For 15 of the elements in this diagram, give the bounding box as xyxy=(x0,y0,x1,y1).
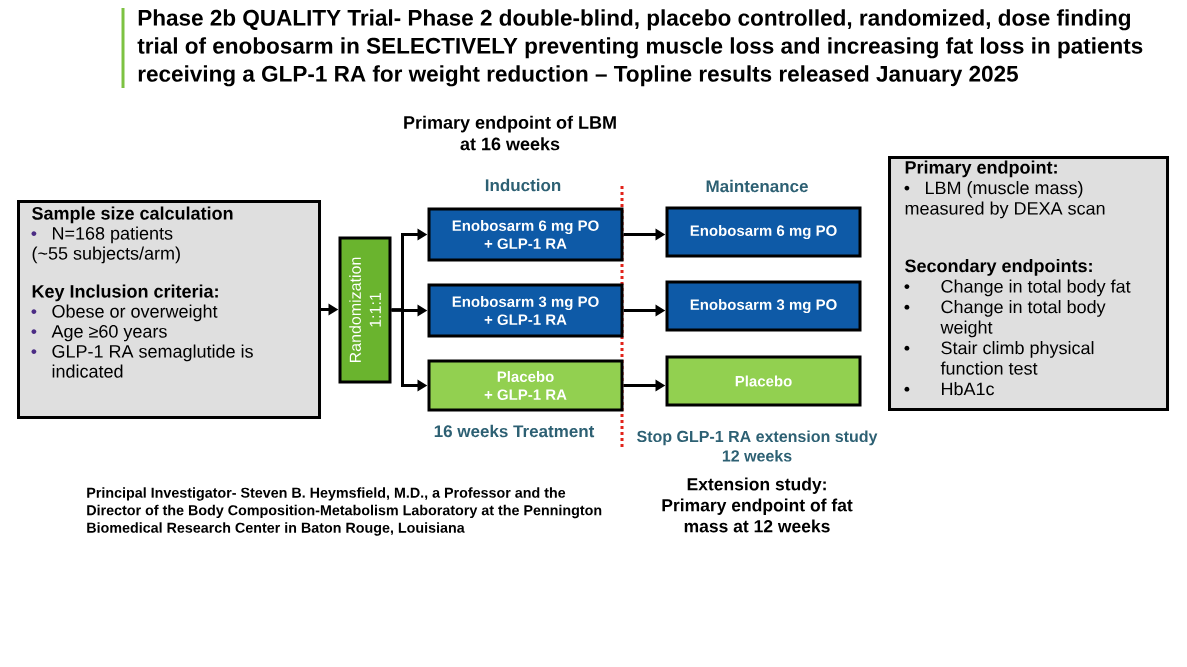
phase-label: Stop GLP-1 RA extension study 12 weeks xyxy=(637,430,878,462)
arm-box: Enobosarm 6 mg PO xyxy=(665,206,862,258)
note-text: Extension study: Primary endpoint of fat mass at 12 weeks xyxy=(662,477,853,533)
phase-label: Induction xyxy=(485,178,561,192)
arm-box: Placebo xyxy=(665,355,862,407)
footnote-text: Principal Investigator- Steven B. Heymsfield, M.D., a Professor and the Director of the Body Composition-Metabolism Laboratory at the Pennington Biomedical Research Center in Baton Rouge, Louisiana xyxy=(87,487,602,536)
arm-box: Placebo + GLP-1 RA xyxy=(427,359,624,412)
info-box: Sample size calculation N=168 patients (~55 subjects/arm) Key Inclusion criteria: Obese or overweight Age ≥60 years GLP-1 RA semaglutide is indicated xyxy=(17,200,321,419)
arm-box: Enobosarm 6 mg PO + GLP-1 RA xyxy=(427,207,624,262)
randomization-box: Randomization 1:1:1 xyxy=(338,236,392,384)
info-box: Primary endpoint: LBM (muscle mass) measured by DEXA scan Secondary endpoints: Change in total body fat Change in total body weight Stair climb physical function test HbA1c xyxy=(888,156,1169,411)
note-text: Primary endpoint of LBM at 16 weeks xyxy=(404,115,616,151)
arm-box: Enobosarm 3 mg PO + GLP-1 RA xyxy=(427,283,624,338)
title: Phase 2b QUALITY Trial- Phase 2 double-blind, placebo controlled, randomized, dose finding trial of enobosarm in SELECTIVELY preventing muscle loss and increasing fat loss in patients receiving a GLP-1 RA for weight reduction – Topline results released January 2025 xyxy=(137,9,1143,87)
arm-box: Enobosarm 3 mg PO xyxy=(665,280,862,332)
